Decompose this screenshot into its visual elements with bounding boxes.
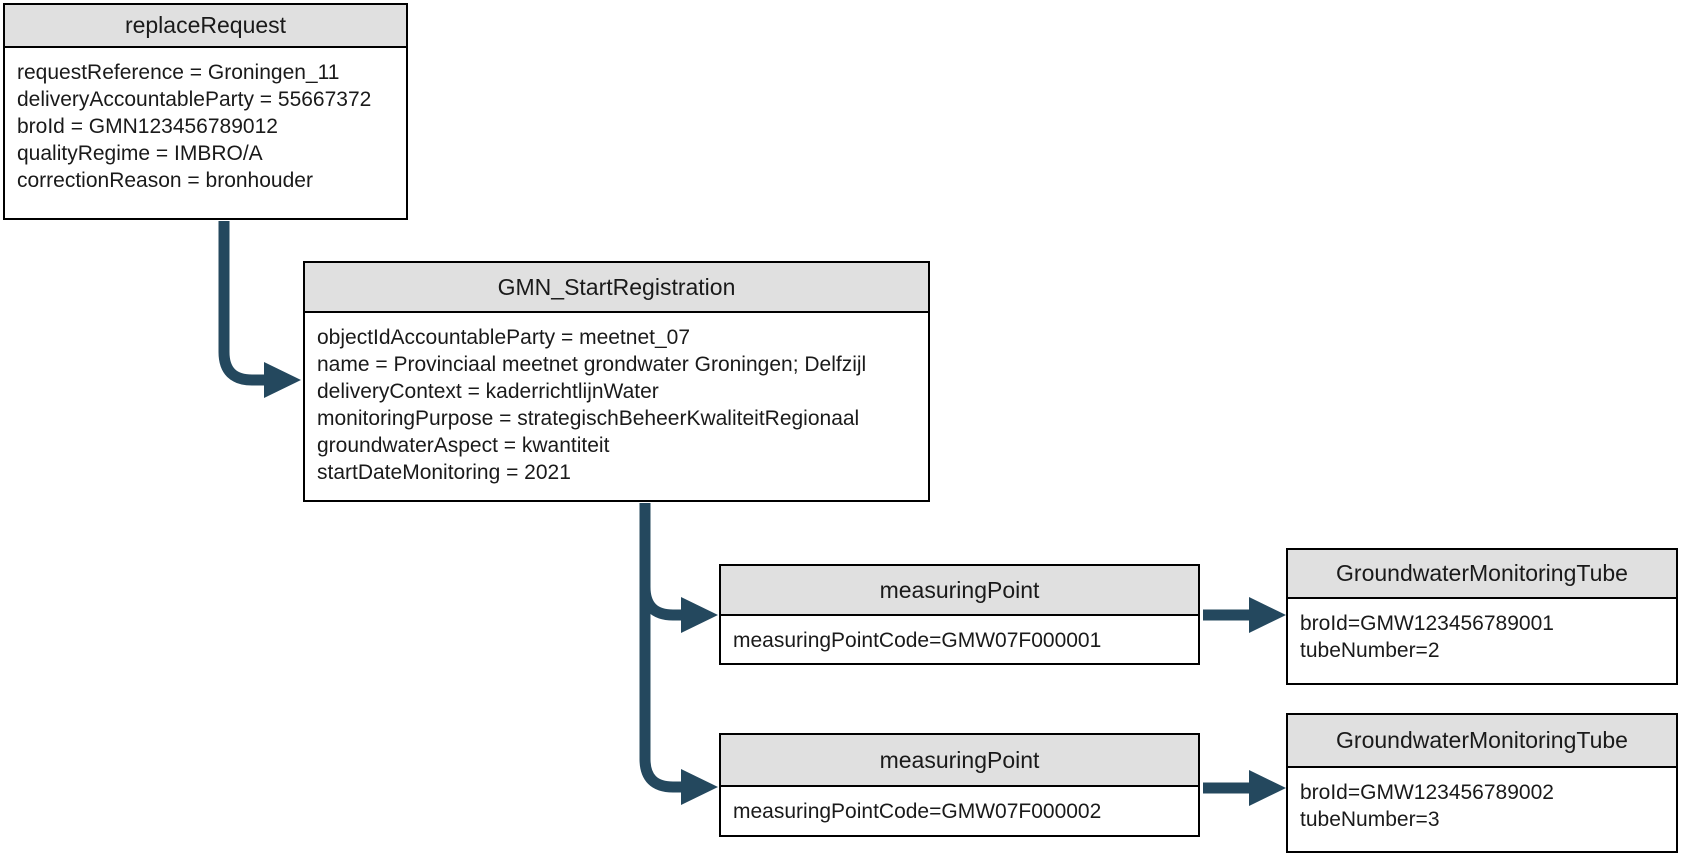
node-attributes: objectIdAccountableParty = meetnet_07 na… [305,313,928,486]
node-attributes: requestReference = Groningen_11 delivery… [5,48,406,194]
attribute-line: qualityRegime = IMBRO/A [17,142,263,165]
edge-elbow-line [218,221,264,386]
node-attributes: measuringPointCode=GMW07F000002 [721,787,1198,825]
edge-gmn-to-measuringpoint-2 [639,503,718,805]
attribute-line: groundwaterAspect = kwantiteit [317,434,610,457]
attribute-line: broId = GMN123456789012 [17,115,278,138]
attribute-line: monitoringPurpose = strategischBeheerKwa… [317,407,860,430]
node-title: replaceRequest [5,5,406,48]
edge-elbow-line [639,503,681,793]
edge-gmn-to-measuringpoint-1 [639,555,718,633]
node-measuring-point-2: measuringPoint measuringPointCode=GMW07F… [719,733,1200,837]
arrowhead-icon [681,597,718,633]
attribute-line: startDateMonitoring = 2021 [317,461,571,484]
node-title-text: GroundwaterMonitoringTube [1336,727,1628,753]
node-attributes: measuringPointCode=GMW07F000001 [721,616,1198,654]
node-measuring-point-1: measuringPoint measuringPointCode=GMW07F… [719,564,1200,665]
node-groundwater-monitoring-tube-1: GroundwaterMonitoringTube broId=GMW12345… [1286,548,1678,685]
node-title: GroundwaterMonitoringTube [1288,550,1676,599]
node-attributes: broId=GMW123456789002 tubeNumber=3 [1288,768,1676,833]
attribute-line: broId=GMW123456789001 [1300,612,1554,635]
arrowhead-icon [681,769,718,805]
node-title: measuringPoint [721,735,1198,787]
edge-replacerequest-to-gmn [218,221,301,398]
attribute-line: measuringPointCode=GMW07F000002 [733,800,1102,823]
attribute-line: deliveryContext = kaderrichtlijnWater [317,380,659,403]
node-attributes: broId=GMW123456789001 tubeNumber=2 [1288,599,1676,664]
attribute-line: objectIdAccountableParty = meetnet_07 [317,326,690,349]
node-title: GMN_StartRegistration [305,263,928,313]
attribute-line: tubeNumber=3 [1300,808,1440,831]
attribute-line: measuringPointCode=GMW07F000001 [733,629,1102,652]
node-title-text: replaceRequest [124,12,287,38]
node-replace-request: replaceRequest requestReference = Gronin… [3,3,408,220]
node-title-text: GMN_StartRegistration [497,273,736,300]
arrowhead-icon [1249,770,1286,806]
attribute-line: name = Provinciaal meetnet grondwater Gr… [317,353,867,376]
node-title-text: measuringPoint [879,576,1040,603]
node-title-text: GroundwaterMonitoringTube [1336,560,1628,586]
attribute-line: tubeNumber=2 [1300,639,1440,662]
attribute-line: requestReference = Groningen_11 [17,61,340,84]
attribute-line: deliveryAccountableParty = 55667372 [17,88,372,111]
edge-elbow-line [639,555,681,621]
node-title-text: measuringPoint [879,746,1040,773]
attribute-line: broId=GMW123456789002 [1300,781,1554,804]
arrowhead-icon [264,362,301,398]
node-groundwater-monitoring-tube-2: GroundwaterMonitoringTube broId=GMW12345… [1286,713,1678,853]
edge-measuringpoint-2-to-tube-2 [1203,770,1286,806]
node-title: measuringPoint [721,566,1198,616]
edge-measuringpoint-1-to-tube-1 [1203,597,1286,633]
node-gmn-start-registration: GMN_StartRegistration objectIdAccountabl… [303,261,930,502]
node-title: GroundwaterMonitoringTube [1288,715,1676,768]
attribute-line: correctionReason = bronhouder [17,169,313,192]
arrowhead-icon [1249,597,1286,633]
